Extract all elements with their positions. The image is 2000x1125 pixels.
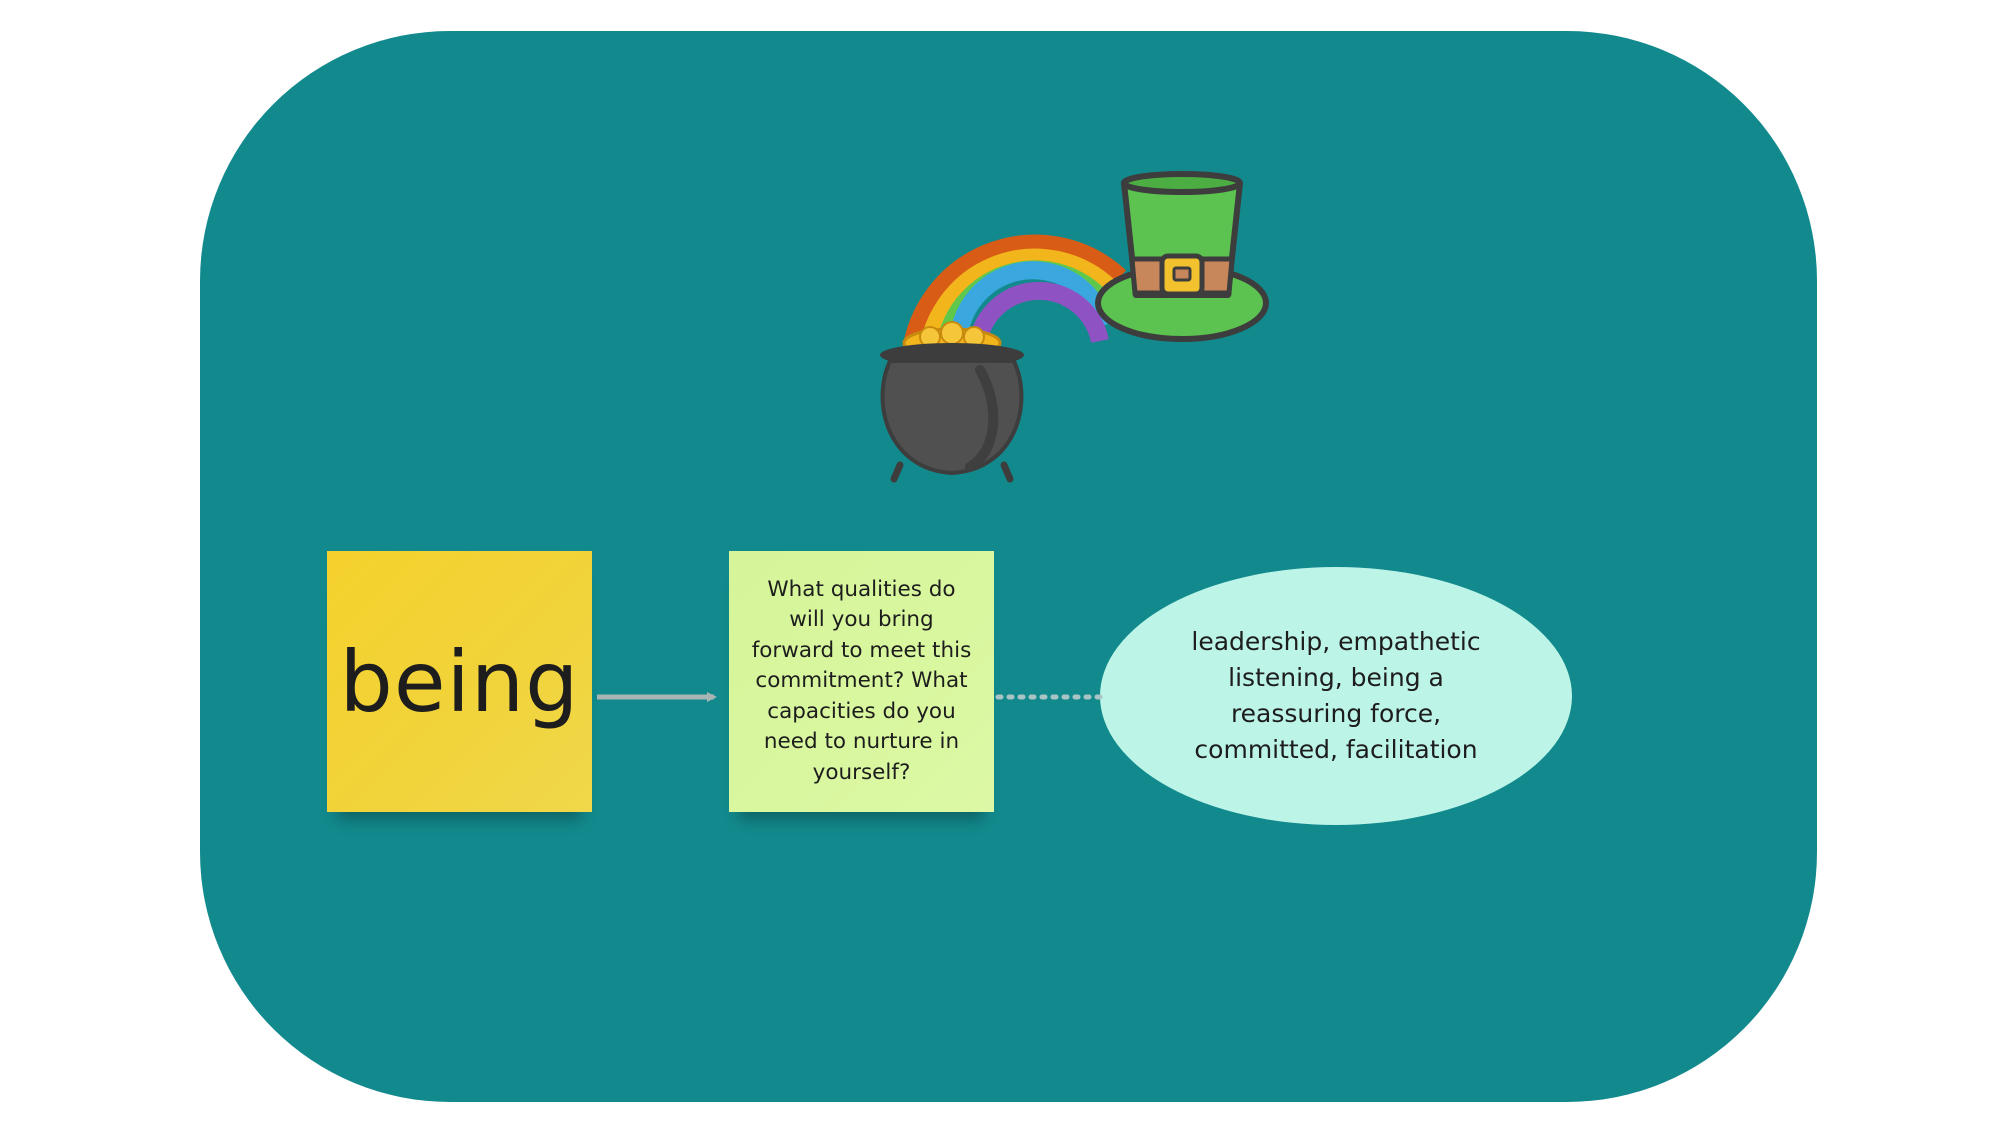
pot-of-gold-icon: [880, 321, 1024, 483]
st-patricks-illustration: [880, 171, 1269, 483]
answer-bubble-text: leadership, empathetic listening, being …: [1191, 627, 1481, 764]
sticky-note-question[interactable]: What qualities do will you bring forward…: [729, 551, 994, 812]
sticky-note-being[interactable]: being: [327, 551, 592, 812]
leprechaun-hat-icon: [1095, 171, 1269, 342]
sticky-note-being-text: being: [339, 632, 580, 731]
sticky-note-question-text: What qualities do will you bring forward…: [751, 576, 972, 785]
answer-bubble[interactable]: leadership, empathetic listening, being …: [1100, 567, 1572, 825]
